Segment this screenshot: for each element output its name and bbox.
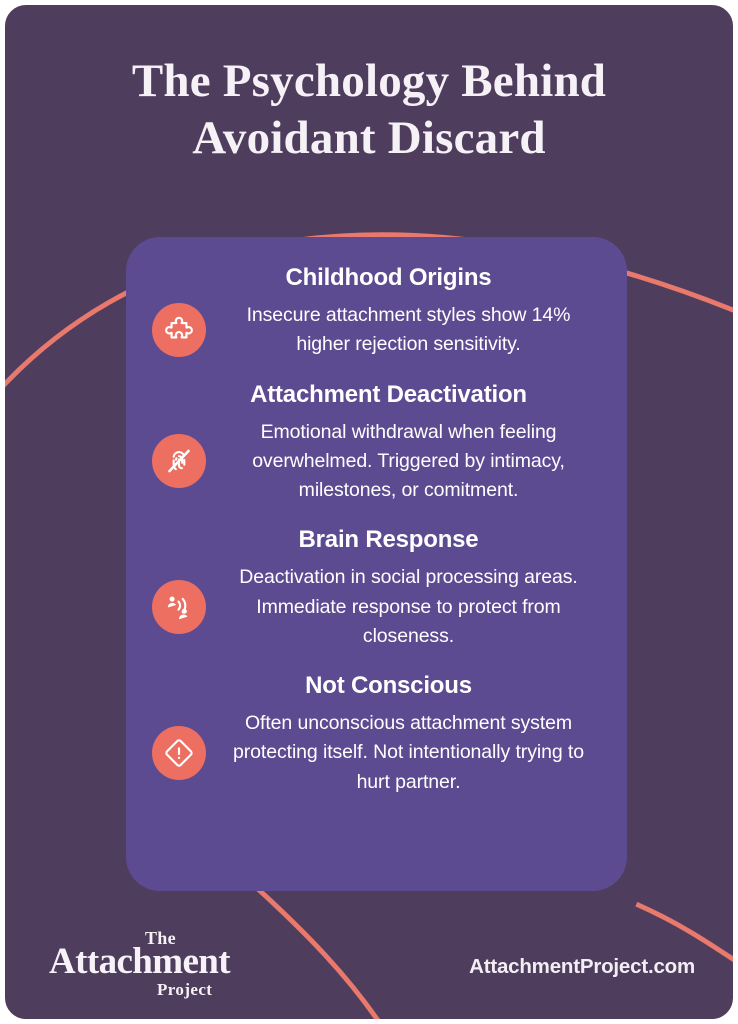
logo-the-text: The xyxy=(145,928,176,948)
section-text: Often unconscious attachment system prot… xyxy=(233,712,584,793)
footer-website-url: AttachmentProject.com xyxy=(469,955,695,978)
section-title: Not Conscious xyxy=(305,672,472,699)
puzzle-piece-icon xyxy=(152,303,206,358)
title-line-1: The Psychology Behind xyxy=(131,55,607,107)
section-text: Deactivation in social processing areas.… xyxy=(239,566,578,647)
sections-list: Childhood Origins Insecure attachment st… xyxy=(126,237,627,891)
section-text: Emotional withdrawal when feeling overwh… xyxy=(252,420,565,502)
social-signal-icon xyxy=(152,580,206,635)
section-body: Often unconscious attachment system prot… xyxy=(152,709,601,797)
brand-logo: The Attachment Project xyxy=(49,929,264,1001)
section-body: Insecure attachment styles show 14% high… xyxy=(152,301,601,360)
section-childhood-origins: Childhood Origins Insecure attachment st… xyxy=(126,263,627,360)
logo-project-text: Project xyxy=(157,980,213,999)
section-title: Brain Response xyxy=(298,526,479,554)
content-card: Childhood Origins Insecure attachment st… xyxy=(126,237,627,891)
section-text: Insecure attachment styles show 14% high… xyxy=(246,304,571,356)
poster-title: The Psychology Behind Avoidant Discard xyxy=(5,53,733,167)
section-brain-response: Brain Response Deactivation in social pr… xyxy=(126,525,627,651)
section-body: Emotional withdrawal when feeling overwh… xyxy=(152,418,601,506)
section-title: Childhood Origins xyxy=(285,264,492,291)
section-title: Attachment Deactivation xyxy=(250,380,527,408)
fingerprint-disabled-icon xyxy=(152,434,206,489)
section-body: Deactivation in social processing areas.… xyxy=(152,563,601,651)
alert-diamond-icon xyxy=(152,725,206,780)
section-attachment-deactivation: Attachment Deactivation Emot xyxy=(126,380,627,506)
section-not-conscious: Not Conscious Often unconscious attachme… xyxy=(126,671,627,797)
logo-attachment-text: Attachment xyxy=(49,941,231,982)
title-line-2: Avoidant Discard xyxy=(192,111,546,164)
